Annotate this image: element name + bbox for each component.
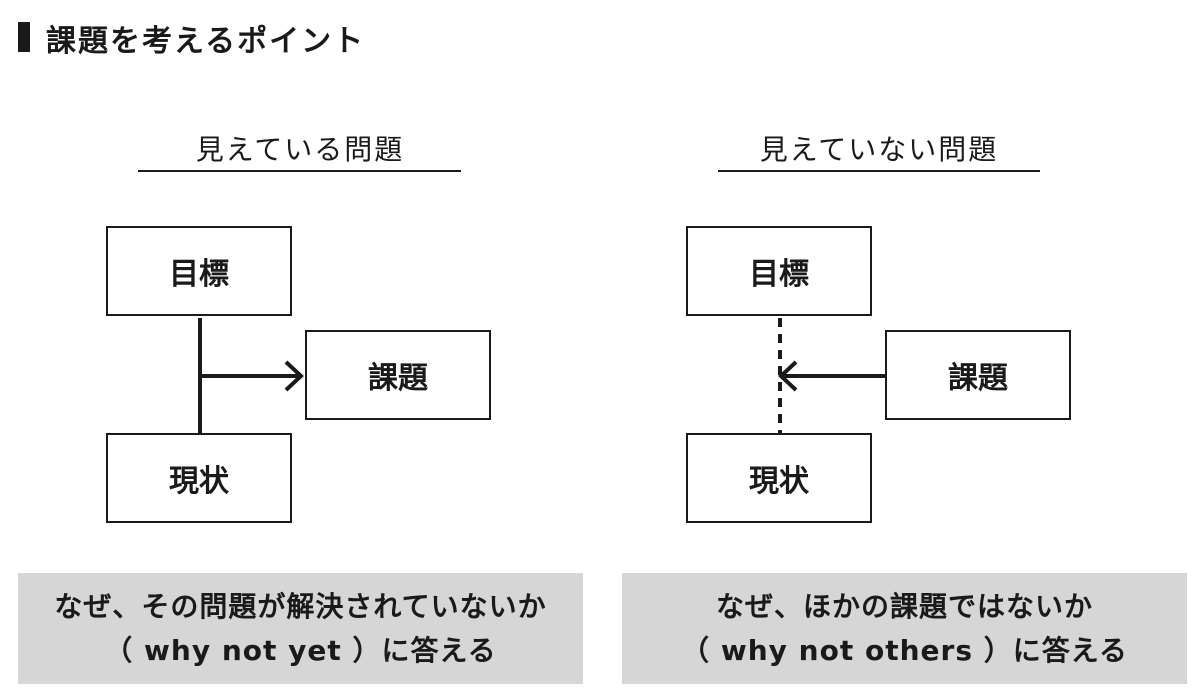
left-arrow-head <box>284 360 304 392</box>
right-goal-box: 目標 <box>686 226 872 316</box>
right-issue-box: 課題 <box>885 330 1071 420</box>
right-note: なぜ、ほかの課題ではないか （ why not others ）に答える <box>622 573 1187 684</box>
left-issue-box: 課題 <box>305 330 491 420</box>
right-note-line2: （ why not others ）に答える <box>681 633 1128 667</box>
right-note-line1: なぜ、ほかの課題ではないか <box>715 589 1093 623</box>
page-title: 課題を考えるポイント <box>46 24 366 59</box>
right-arrow-head <box>778 360 798 392</box>
left-heading-underline <box>138 170 461 172</box>
right-current-box: 現状 <box>686 433 872 523</box>
title-marker <box>18 22 30 52</box>
left-note-line2: （ why not yet ）に答える <box>104 633 497 667</box>
right-heading: 見えていない問題 <box>759 133 999 166</box>
left-heading: 見えている問題 <box>195 133 405 166</box>
left-goal-box: 目標 <box>106 226 292 316</box>
left-note-line1: なぜ、その問題が解決されていないか <box>54 589 547 623</box>
left-current-box: 現状 <box>106 433 292 523</box>
left-note: なぜ、その問題が解決されていないか （ why not yet ）に答える <box>18 573 583 684</box>
right-heading-underline <box>718 170 1040 172</box>
